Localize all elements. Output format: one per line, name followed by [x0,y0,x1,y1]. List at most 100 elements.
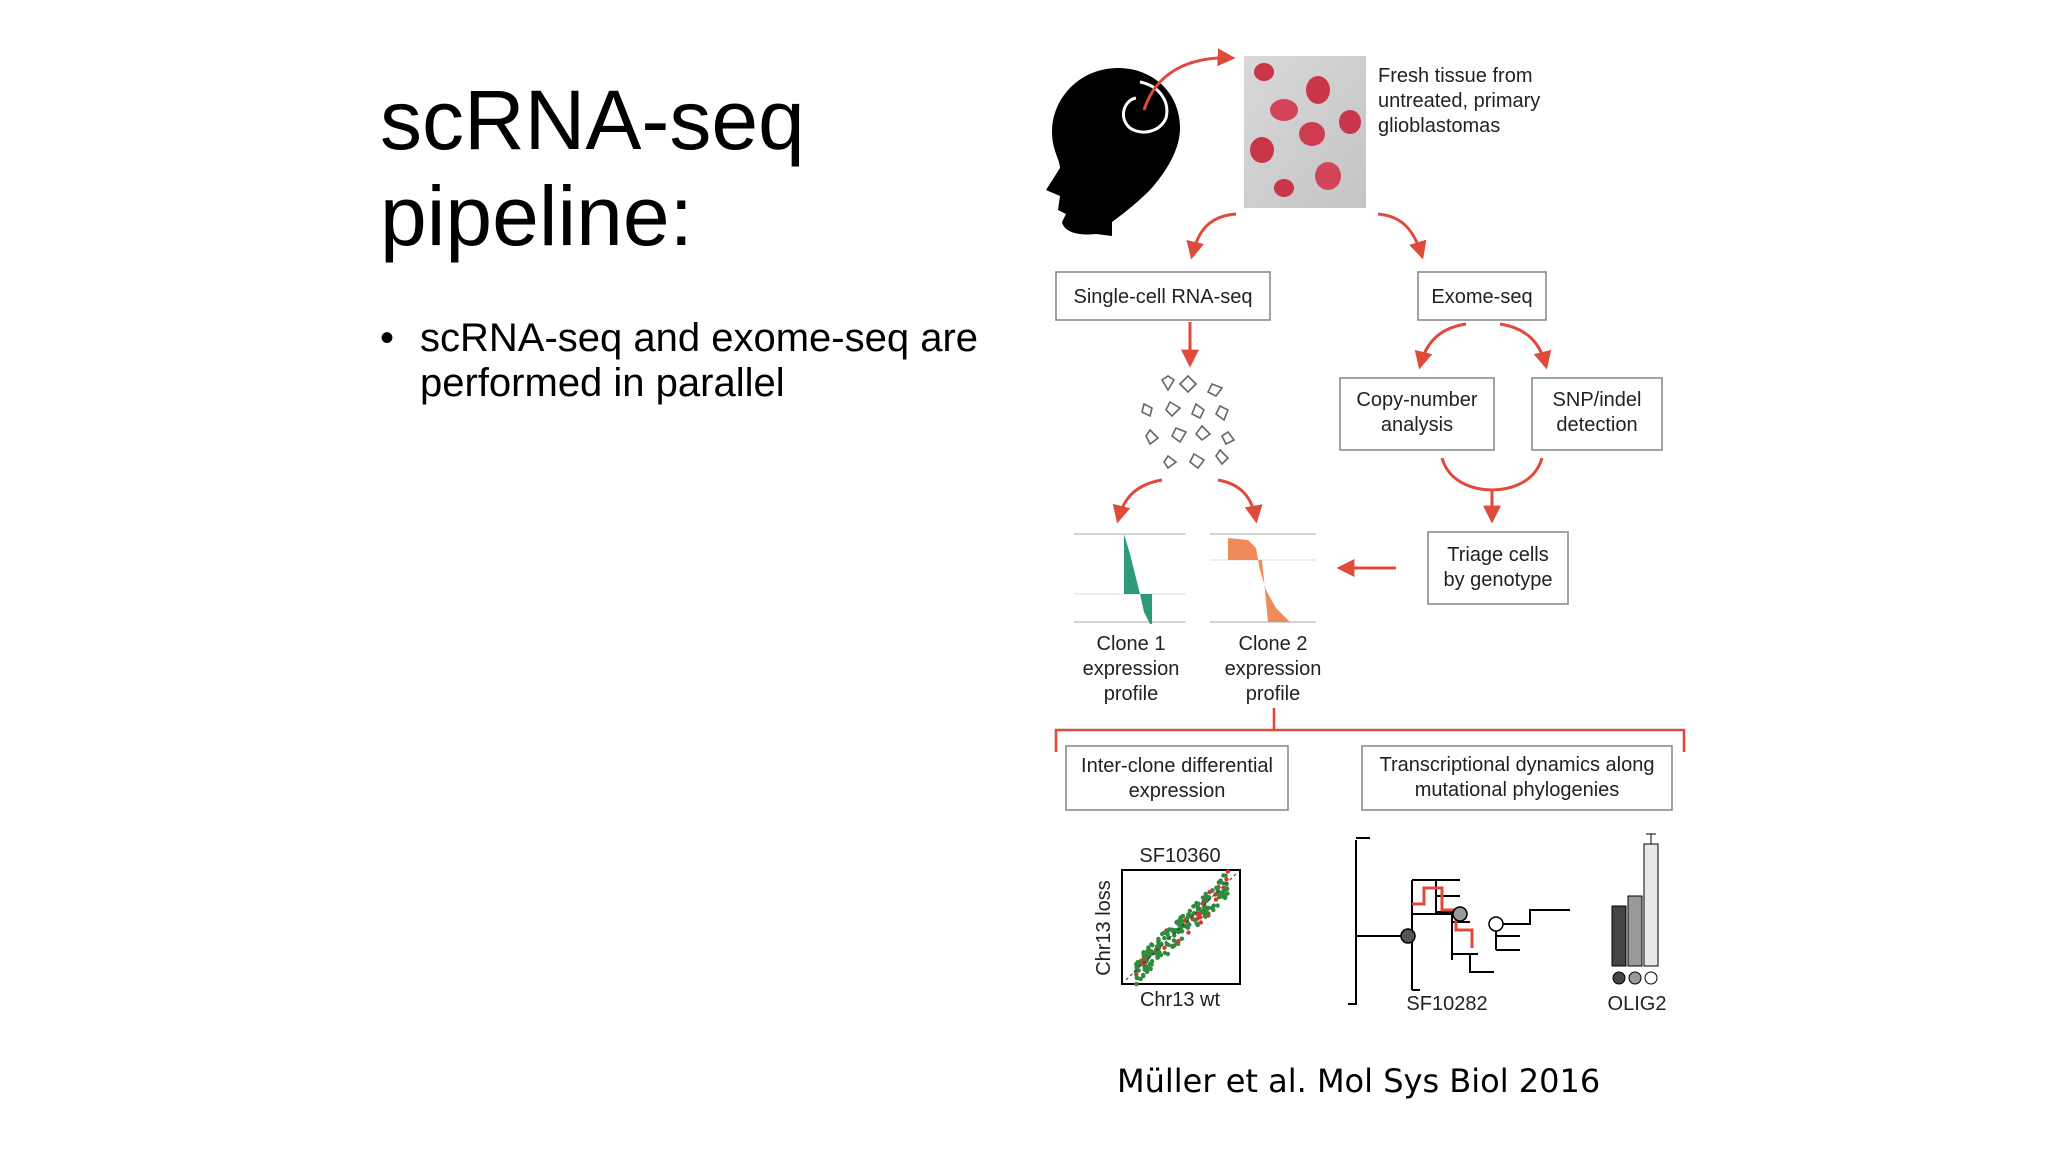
transcriptional-line-1: Transcriptional dynamics along [1380,754,1655,776]
scatter-points [1133,869,1231,987]
tissue-photo-image [1244,56,1366,208]
scatter-point [1159,931,1165,937]
merge-curve [1440,457,1544,492]
transcriptional-line-2: mutational phylogenies [1415,779,1620,801]
scatter-point [1203,914,1208,919]
scatter-point [1135,975,1140,981]
scatter-point [1170,928,1175,934]
scatter-point [1186,930,1191,935]
citation: Müller et al. Mol Sys Biol 2016 [1117,1062,1601,1100]
arrow-to-single-cell [1186,212,1237,260]
clone-1-profile-plot [1074,533,1186,624]
scatter-point [1154,951,1160,956]
scatter-point [1219,891,1224,896]
scatter-point [1178,916,1183,921]
scatter-title: SF10360 [1139,845,1220,867]
bar-label: OLIG2 [1608,993,1667,1015]
tree-node-leaf [1488,916,1504,932]
scatter-point [1222,894,1228,900]
scatter-point [1162,935,1167,941]
scatter-point [1195,922,1200,928]
arrow-to-clone-2 [1217,478,1263,524]
scatter-point [1149,958,1155,964]
scatter-point [1224,877,1229,882]
interclone-box [1065,745,1289,811]
scatter-point [1198,920,1204,925]
scatter-point [1166,942,1171,948]
single-cell-label: Single-cell RNA-seq [1074,286,1253,308]
scatter-point [1191,904,1196,909]
scatter-point [1162,945,1167,950]
clone-2-line-1: Clone 2 [1239,633,1308,655]
transcriptional-box [1361,745,1673,811]
bar-plot: OLIG2 [1608,833,1667,1015]
triage-box [1427,531,1569,605]
scatter-point [1223,873,1228,878]
cells-cluster-icon [1141,374,1236,470]
scatter-point [1149,949,1154,954]
exome-label: Exome-seq [1431,286,1532,308]
scatter-point [1176,938,1181,944]
scatter-point [1149,962,1154,967]
scatter-point [1185,915,1190,920]
bullet-item: scRNA-seq and exome-seq are performed in… [380,316,1000,406]
scatter-point [1225,869,1231,874]
clone-2-line-3: profile [1246,683,1300,705]
scatter-point [1213,897,1219,902]
tree-node-root [1400,928,1416,944]
scatter-point [1204,898,1209,904]
scatter-point [1206,894,1211,900]
clone-1-line-3: profile [1104,683,1158,705]
scatter-point [1177,929,1182,934]
title-line-1: scRNA-seq [380,73,805,167]
single-cell-box [1055,271,1271,321]
scatter-point [1203,891,1208,897]
triage-line-1: Triage cells [1447,544,1549,566]
scatter-point [1141,973,1146,979]
clone-2-profile-plot [1210,533,1316,623]
scatter-point [1218,880,1223,885]
tissue-label-line-3: glioblastomas [1378,115,1500,137]
interclone-line-2: expression [1129,780,1226,802]
scatter-point [1146,945,1151,950]
copy-number-line-1: Copy-number [1356,389,1478,411]
tissue-label-line-1: Fresh tissue from [1378,65,1532,87]
scatter-point [1144,954,1150,959]
arrow-to-snp [1499,322,1552,370]
copy-number-box [1339,377,1495,451]
scatter-plot: SF10360 Chr13 wt Chr13 loss [1093,845,1241,1011]
scatter-point [1195,907,1201,912]
scatter-point [1204,910,1209,915]
tree-node-mid [1452,906,1468,922]
scatter-point [1197,911,1202,917]
bullet-list: scRNA-seq and exome-seq are performed in… [380,316,1000,406]
scatter-point [1171,938,1177,943]
scatter-point [1179,936,1185,941]
scatter-point [1146,966,1151,971]
scatter-point [1211,907,1216,913]
title-line-2: pipeline: [380,169,693,263]
branch-bracket [1054,708,1686,752]
scatter-point [1150,943,1155,948]
scatter-point [1206,905,1211,911]
snp-line-1: SNP/indel [1553,389,1642,411]
scatter-point [1142,967,1148,972]
copy-number-line-2: analysis [1381,414,1453,436]
scatter-point [1215,903,1220,908]
scatter-point [1145,949,1150,954]
arrow-to-clone-1 [1112,478,1163,524]
scatter-point [1166,935,1172,941]
snp-line-2: detection [1556,414,1637,436]
scatter-ylabel: Chr13 loss [1093,880,1115,976]
scatter-point [1187,908,1193,914]
arrow-to-copy-number [1414,322,1467,370]
clone-2-line-2: expression [1225,658,1322,680]
tree-label: SF10282 [1406,993,1487,1015]
slide-title: scRNA-seq pipeline: [380,72,805,264]
scatter-xlabel: Chr13 wt [1140,989,1220,1011]
scatter-point [1165,929,1170,934]
exome-box [1417,271,1547,321]
head-silhouette-icon [1046,68,1180,236]
scatter-point [1191,911,1197,916]
